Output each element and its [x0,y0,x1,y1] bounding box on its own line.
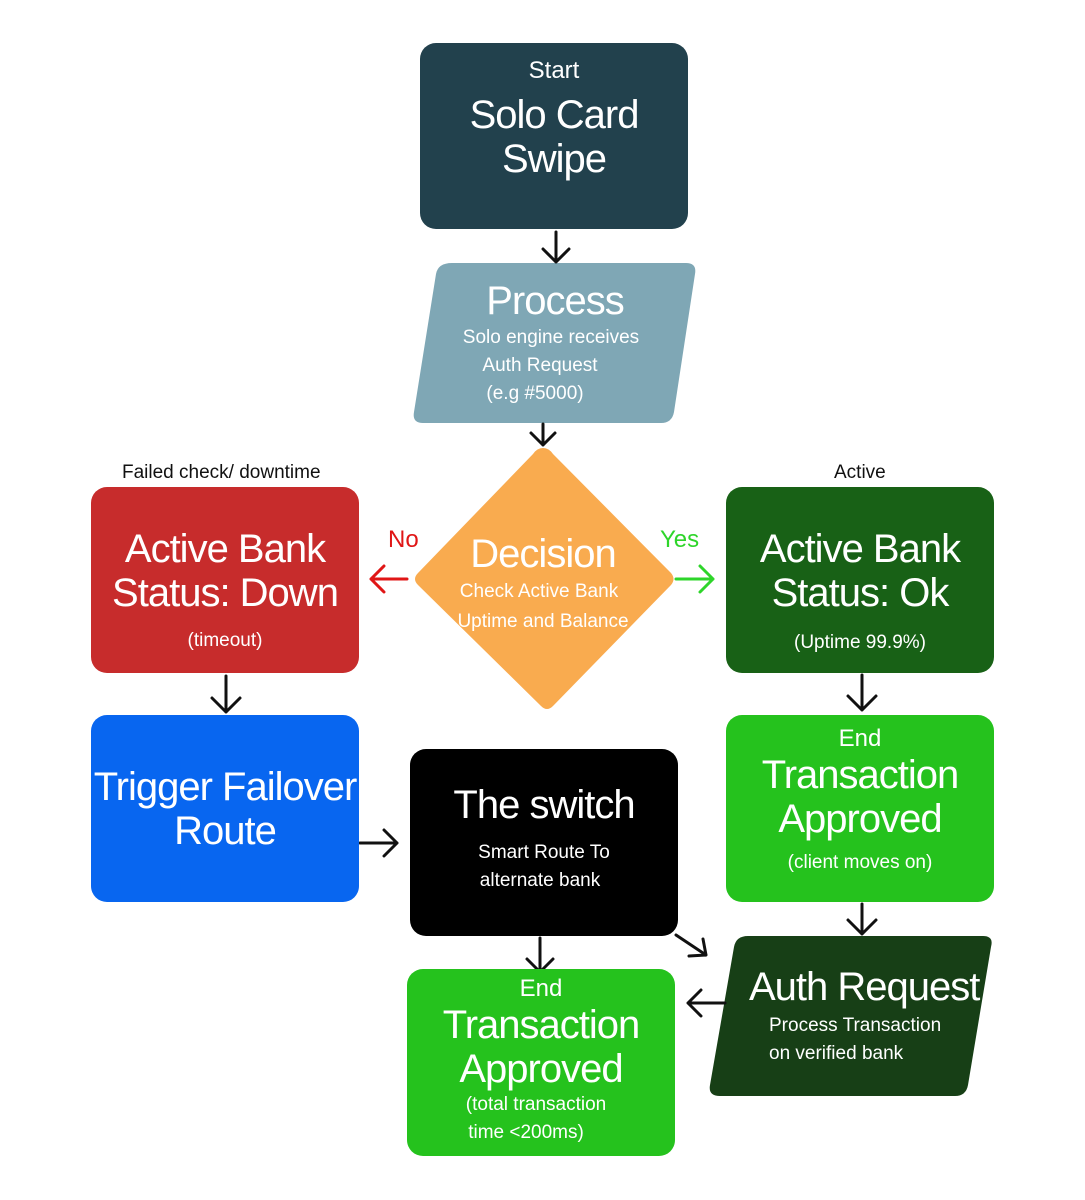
ok-title-1: Active Bank [759,527,961,571]
arrow-auth-to-approved [686,988,727,1018]
decision-shape [415,448,674,709]
start-node: Start Solo Card Swipe [420,43,688,229]
approved-right-title-2: Approved [778,797,942,841]
approved-bottom-node: End Transaction Approved (total transact… [407,969,675,1156]
start-title: Solo Card Swipe [469,93,640,181]
approved-bottom-tag: End [519,975,563,1002]
auth-line-2: on verified bank [769,1043,904,1064]
bank-down-node: Active Bank Status: Down (timeout) [91,487,359,673]
no-label: No [388,526,419,553]
arrow-yes [674,564,715,594]
approved-bottom-line-1: (total transaction [465,1094,607,1115]
arrow-ok-to-approved [846,673,878,712]
process-line-2: Auth Request [482,355,598,376]
auth-line-1: Process Transaction [769,1015,942,1036]
bank-ok-node: Active Bank Status: Ok (Uptime 99.9%) [726,487,994,673]
arrow-switch-to-approved [525,936,555,974]
switch-node: The switch Smart Route To alternate bank [410,749,678,936]
yes-label: Yes [660,526,700,553]
ok-note: (Uptime 99.9%) [794,632,926,653]
switch-line-2: alternate bank [479,870,601,891]
decision-line-1: Check Active Bank [459,581,619,602]
auth-shape [709,936,992,1096]
down-title-1: Active Bank [124,527,326,571]
start-tag: Start [528,57,580,84]
process-line-1: Solo engine receives [462,327,640,348]
decision-title: Decision [470,532,616,576]
approved-bottom-title-2: Approved [459,1047,623,1091]
arrow-start-to-process [541,230,571,264]
auth-title: Auth Request [749,965,980,1009]
approved-right-note: (client moves on) [787,852,933,873]
decision-node: Decision Check Active Bank Uptime and Ba… [443,531,643,641]
arrow-approved-to-auth [846,902,878,936]
approved-right-tag: End [838,725,882,752]
failover-title-1: Trigger Failover [93,764,358,809]
arrow-failover-to-switch [358,828,399,858]
approved-bottom-line-2: time <200ms) [468,1122,584,1143]
approved-right-node: End Transaction Approved (client moves o… [726,715,994,902]
failover-node: Trigger Failover Route [91,715,359,902]
switch-line-1: Smart Route To [478,842,610,863]
approved-bottom-title-1: Transaction [442,1003,640,1047]
arrow-switch-to-auth [674,933,708,958]
down-caption: Failed check/ downtime [122,462,321,483]
down-note: (timeout) [187,630,263,651]
failover-title-2: Route [174,808,277,853]
approved-right-title-1: Transaction [761,753,959,797]
arrow-process-to-decision [529,422,557,447]
ok-caption: Active [834,462,886,483]
decision-line-2: Uptime and Balance [457,611,629,632]
process-node: Process Solo engine receives Auth Reques… [430,278,680,408]
arrow-no [369,564,409,594]
process-line-3: (e.g #5000) [486,383,584,404]
process-shape [413,263,696,423]
ok-title-2: Status: Ok [771,571,950,615]
arrow-down-to-failover [210,674,242,714]
down-title-2: Status: Down [112,571,339,615]
switch-title: The switch [453,783,635,827]
process-title: Process [486,279,624,323]
auth-node: Auth Request Process Transaction on veri… [735,962,985,1082]
